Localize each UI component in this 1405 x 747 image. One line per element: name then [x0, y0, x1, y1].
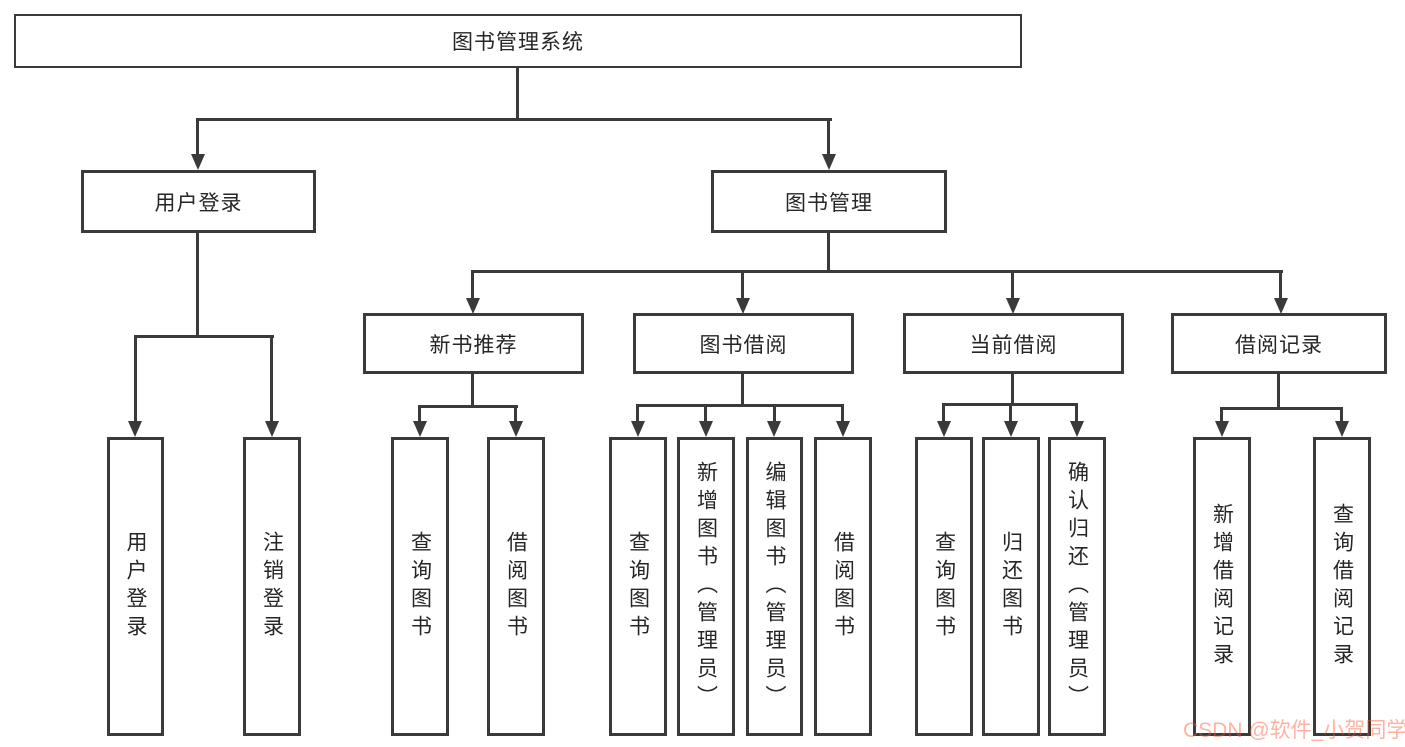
- connector-drop: [704, 404, 707, 423]
- node-book-borrowing: 图书借阅: [633, 313, 854, 374]
- connector-drop: [471, 270, 474, 300]
- connector-hbar: [471, 270, 1283, 273]
- connector-stem: [196, 233, 199, 335]
- leaf-label: 新增借阅记录: [1210, 502, 1234, 671]
- node-label: 借阅记录: [1235, 333, 1323, 357]
- leaf-bb-borrow-books: 借阅图书: [814, 437, 872, 736]
- arrowhead-down-icon: [699, 421, 713, 437]
- leaf-cb-confirm-return-admin: 确认归还（管理员）: [1048, 437, 1106, 736]
- leaf-label: 确认归还（管理员）: [1065, 460, 1089, 713]
- leaf-nb-query-books: 查询图书: [391, 437, 449, 736]
- leaf-logout-login: 注销登录: [243, 437, 301, 736]
- arrowhead-down-icon: [1070, 421, 1084, 437]
- connector-drop: [418, 405, 421, 423]
- leaf-bb-edit-books-admin: 编辑图书（管理员）: [746, 437, 803, 736]
- connector-stem: [1277, 374, 1280, 407]
- arrowhead-down-icon: [1274, 298, 1288, 314]
- leaf-label: 借阅图书: [831, 530, 855, 643]
- connector-drop: [1011, 270, 1014, 300]
- node-borrowing-records: 借阅记录: [1171, 313, 1387, 374]
- node-label: 新书推荐: [429, 333, 518, 357]
- connector-drop: [636, 404, 639, 423]
- leaf-cb-query-books: 查询图书: [915, 437, 973, 736]
- arrowhead-down-icon: [1215, 421, 1229, 437]
- leaf-label: 归还图书: [999, 530, 1023, 643]
- leaf-label: 新增图书（管理员）: [694, 460, 718, 713]
- arrowhead-down-icon: [191, 154, 205, 170]
- leaf-label: 注销登录: [260, 530, 284, 643]
- connector-drop: [827, 118, 830, 156]
- arrowhead-down-icon: [466, 298, 480, 314]
- connector-stem: [1011, 374, 1014, 403]
- connector-root-stem: [516, 68, 519, 118]
- node-label: 当前借阅: [969, 333, 1058, 357]
- connector-drop: [773, 404, 776, 423]
- arrowhead-down-icon: [767, 421, 781, 437]
- connector-drop: [942, 403, 945, 423]
- connector-drop: [1220, 407, 1223, 423]
- connector-drop: [514, 405, 517, 423]
- node-user-login: 用户登录: [81, 170, 316, 233]
- connector-drop: [270, 335, 273, 423]
- leaf-label: 编辑图书（管理员）: [763, 460, 787, 713]
- arrowhead-down-icon: [413, 421, 427, 437]
- node-root-label: 图书管理系统: [452, 31, 584, 54]
- connector-drop: [134, 335, 137, 423]
- leaf-label: 查询图书: [932, 530, 956, 643]
- connector-drop: [1009, 403, 1012, 423]
- leaf-label: 借阅图书: [504, 530, 528, 643]
- leaf-label: 查询图书: [408, 530, 432, 643]
- connector-drop: [196, 118, 199, 156]
- leaf-br-query-record: 查询借阅记录: [1313, 437, 1371, 736]
- leaf-label: 用户登录: [124, 530, 148, 643]
- arrowhead-down-icon: [836, 421, 850, 437]
- connector-drop: [1279, 270, 1282, 300]
- connector-drop: [841, 404, 844, 423]
- node-label: 图书管理: [785, 191, 873, 215]
- leaf-label: 查询图书: [626, 530, 650, 643]
- connector-hbar: [636, 404, 844, 407]
- connector-drop: [741, 270, 744, 300]
- connector-stem: [471, 374, 474, 405]
- arrowhead-down-icon: [937, 421, 951, 437]
- arrowhead-down-icon: [1335, 421, 1349, 437]
- arrowhead-down-icon: [1006, 298, 1020, 314]
- node-new-book-recommend: 新书推荐: [363, 313, 584, 374]
- connector-root-hbar: [196, 118, 832, 121]
- arrowhead-down-icon: [265, 421, 279, 437]
- arrowhead-down-icon: [128, 421, 142, 437]
- arrowhead-down-icon: [631, 421, 645, 437]
- connector-hbar: [418, 405, 518, 408]
- arrowhead-down-icon: [822, 154, 836, 170]
- connector-hbar: [1220, 407, 1343, 410]
- leaf-cb-return-books: 归还图书: [982, 437, 1040, 736]
- leaf-nb-borrow-books: 借阅图书: [487, 437, 545, 736]
- leaf-bb-query-books: 查询图书: [609, 437, 667, 736]
- leaf-label: 查询借阅记录: [1330, 502, 1354, 671]
- arrowhead-down-icon: [1004, 421, 1018, 437]
- connector-stem: [741, 374, 744, 404]
- connector-stem: [827, 233, 830, 273]
- csdn-watermark: CSDN @软件_小贺同学: [1183, 719, 1405, 742]
- arrowhead-down-icon: [736, 298, 750, 314]
- leaf-bb-add-books-admin: 新增图书（管理员）: [677, 437, 735, 736]
- node-book-management: 图书管理: [711, 170, 947, 233]
- connector-hbar: [134, 335, 274, 338]
- arrowhead-down-icon: [509, 421, 523, 437]
- node-label: 用户登录: [154, 191, 243, 215]
- leaf-br-add-record: 新增借阅记录: [1193, 437, 1251, 736]
- node-root: 图书管理系统: [14, 14, 1022, 68]
- connector-drop: [1075, 403, 1078, 423]
- connector-drop: [1340, 407, 1343, 423]
- node-current-borrowing: 当前借阅: [903, 313, 1124, 374]
- leaf-user-login: 用户登录: [107, 437, 164, 736]
- node-label: 图书借阅: [699, 333, 788, 357]
